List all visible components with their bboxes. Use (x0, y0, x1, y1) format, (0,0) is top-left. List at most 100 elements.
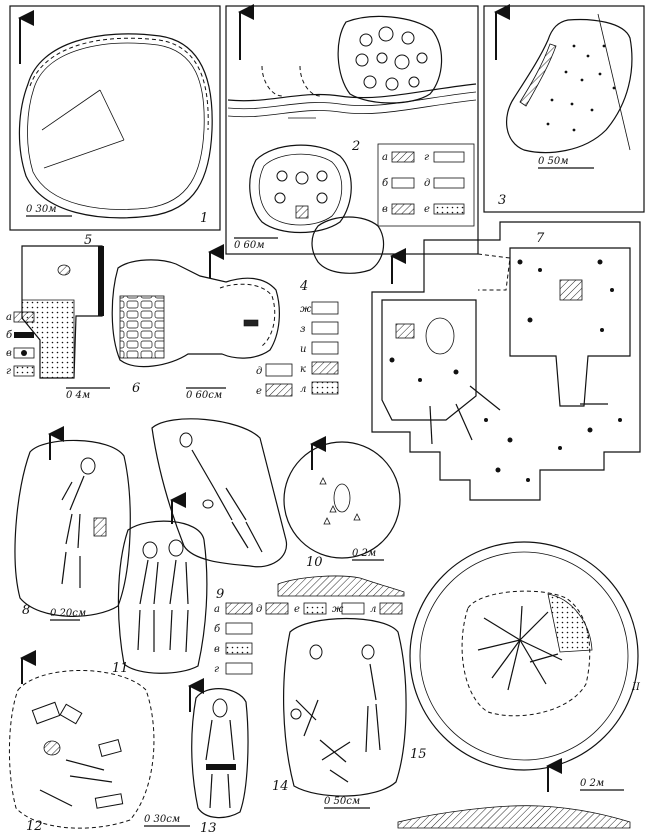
legend-9-b-swatch (225, 622, 253, 635)
panel-number-2: 2 (351, 139, 360, 154)
grave-12-outline (8, 670, 155, 829)
structure-outline (111, 259, 280, 368)
legend-9-e-swatch (303, 602, 327, 615)
legend-4-z: з (300, 324, 305, 335)
legend-2-a: а (382, 152, 388, 163)
panel-number-12: 12 (26, 819, 43, 834)
panel-11: 11 (112, 492, 208, 676)
hearth (57, 264, 71, 276)
panel-13: 0 30см 13 (144, 678, 249, 835)
panel-7: 7 (371, 221, 641, 501)
legend-2-v-swatch (391, 203, 415, 215)
panel-1: 0 30м 1 (9, 5, 221, 231)
legend-9-zh-swatch (341, 602, 365, 615)
legend-4-d-swatch (265, 363, 293, 377)
panel-3: 0 50м 3 (483, 4, 645, 213)
scale-label-14: 0 50см (324, 796, 360, 807)
panel-8: 8 0 20см (14, 426, 131, 621)
structure-dashed-edge (219, 283, 276, 347)
legend-9: 9 а б в г д е ж л (214, 587, 403, 675)
legend-4-k-swatch (311, 361, 339, 375)
barrow-10-finds (319, 477, 361, 525)
pit-houses-south (274, 170, 328, 219)
barrow-15-ditch-outer (409, 541, 639, 771)
panel-10: 10 0 2м (277, 436, 405, 597)
barrow-10-profile (277, 575, 405, 597)
scale-label-10: 0 2м (352, 548, 376, 559)
timber-beams-7 (429, 385, 608, 445)
legend-2-g-swatch (433, 151, 465, 163)
legend-9-l-swatch (379, 602, 403, 615)
section-line-c (43, 139, 125, 169)
legend-2-b: б (382, 178, 389, 189)
legend-4-d: д (256, 366, 262, 377)
panel-number-14: 14 (272, 779, 289, 794)
house-a-hearth (395, 323, 415, 339)
barrow-10-outline (283, 441, 401, 559)
grave-11-skull-b (168, 539, 184, 557)
grave-11-bones (137, 559, 189, 653)
section-line-b (99, 89, 125, 141)
panel-12: 12 (8, 650, 155, 834)
scale-label-13: 0 30см (144, 814, 180, 825)
legend-5-g: г (6, 366, 11, 377)
grave-14-skull-a (309, 644, 323, 660)
barrow-10-center (333, 483, 351, 513)
grave-13-bones (205, 719, 236, 809)
legend-5-a: а (6, 312, 12, 323)
legend-2-v: в (382, 204, 388, 215)
dwelling-wall (98, 246, 104, 316)
legend-9-zh: ж (332, 604, 344, 615)
grave-11-outline (117, 520, 208, 674)
fort-rampart-west (519, 43, 557, 107)
legend-5-g-swatch (13, 365, 35, 377)
panel-3-frame (483, 5, 645, 213)
legend-2-a-swatch (391, 151, 415, 163)
panel-number-3: 3 (498, 193, 506, 208)
panel-1-frame (9, 5, 221, 231)
legend-5: а б в г (6, 311, 35, 377)
panel-number-13: 13 (200, 821, 217, 835)
legend-4-zh-swatch (311, 301, 339, 315)
pit-houses-north (355, 26, 428, 91)
house-b-hearth (559, 279, 583, 301)
panel-number-4: 4 (299, 279, 308, 294)
legend-5-v-swatch (13, 347, 35, 359)
grave-12-bones (31, 701, 124, 809)
legend-2-g: г (424, 152, 429, 163)
barrow-15-profile (397, 805, 631, 829)
legend-4-l: л (300, 384, 306, 395)
legend-5-b-swatch (14, 332, 34, 338)
ditch-line (29, 37, 209, 131)
panel-number-15: 15 (410, 747, 427, 762)
barrow-15-timbers (477, 605, 563, 691)
fort-outline (506, 18, 633, 154)
scale-label-5: 0 4м (66, 390, 90, 401)
fort-cross-line (597, 13, 631, 151)
grave-9a-outline (151, 418, 288, 568)
panel-number-10: 10 (306, 555, 323, 570)
legend-9-b: б (214, 624, 221, 635)
stone-pavement (119, 295, 165, 359)
section-line-a (41, 89, 101, 131)
river-bank-3 (227, 99, 477, 118)
legend-4-k: к (300, 364, 306, 375)
grave-14-bones (295, 663, 381, 783)
structure-object (243, 319, 259, 327)
grave-13-skull (212, 698, 228, 718)
grave-8-bones (61, 475, 85, 588)
barrow-15-ditch-inner (419, 551, 629, 761)
panel-number-5: 5 (84, 233, 92, 248)
grave-14-outline (283, 617, 407, 797)
legend-9-e: е (294, 604, 300, 615)
legend-9-d-swatch (265, 602, 289, 615)
panel-5: 5 а б в г 0 4м (6, 233, 110, 401)
scale-label-1: 0 30м (26, 204, 57, 215)
legend-2-d: д (424, 178, 430, 189)
legend-9-g-swatch (225, 662, 253, 675)
legend-5-a-swatch (13, 311, 35, 323)
grave-9a-vessel (202, 499, 214, 509)
panel-14: 14 0 50см (272, 617, 407, 809)
legend-2-e: е (424, 204, 430, 215)
